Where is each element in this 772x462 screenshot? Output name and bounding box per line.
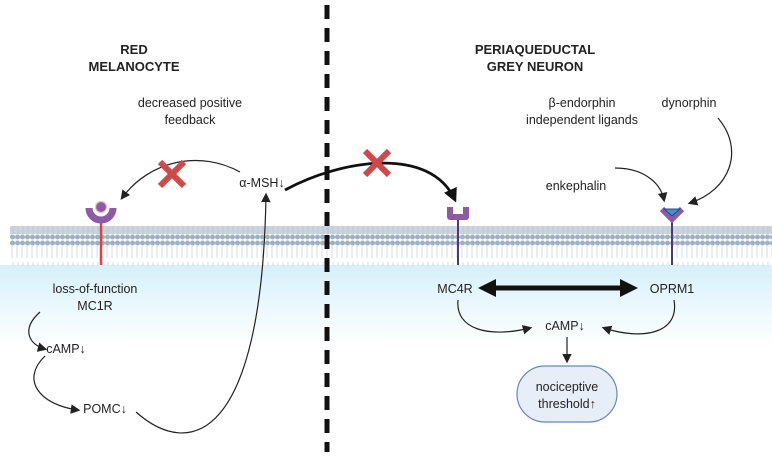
right-title: PERIAQUEDUCTAL	[475, 42, 595, 57]
oprm1-label: OPRM1	[650, 282, 695, 296]
outcome-label: threshold↑	[538, 397, 596, 411]
right-title: GREY NEURON	[487, 59, 584, 74]
camp-left-label: cAMP↓	[46, 342, 86, 356]
dynorphin-label: dynorphin	[662, 96, 717, 110]
oprm1-receptor-icon	[659, 206, 685, 265]
mc1r-label: MC1R	[77, 299, 112, 313]
outcome-label: nociceptive	[536, 380, 599, 394]
ligands-label: β-endorphin	[549, 96, 616, 110]
ligands-to-oprm1-arrow	[614, 167, 668, 203]
inhibition-x-icon	[362, 148, 392, 178]
ligands-label: independent ligands	[526, 113, 638, 127]
left-title: MELANOCYTE	[89, 59, 180, 74]
mc1r-label: loss-of-function	[53, 282, 138, 296]
pomc-label: POMC↓	[83, 402, 127, 416]
left-title: RED	[120, 42, 147, 57]
feedback-label: decreased positive	[138, 96, 242, 110]
mc4r-to-camp-arrow	[457, 299, 533, 335]
mc1r-to-camp-arrow	[28, 311, 48, 352]
mc1r-receptor-icon	[85, 200, 117, 265]
mc4r-oprm1-interaction-arrow	[478, 279, 638, 297]
pomc-to-msh-arrow	[135, 192, 271, 434]
msh-label: α-MSH↓	[239, 176, 284, 190]
cytoplasm	[0, 265, 772, 345]
dynorphin-to-oprm1-arrow	[687, 117, 733, 206]
inhibition-x-icon	[157, 159, 187, 189]
mc4r-label: MC4R	[437, 282, 472, 296]
oprm1-to-camp-arrow	[601, 299, 676, 335]
mc4r-receptor-icon	[447, 207, 469, 265]
camp-to-pomc-arrow	[33, 355, 81, 414]
enkephalin-label: enkephalin	[546, 179, 607, 193]
feedback-arrow	[120, 159, 241, 200]
nociceptive-threshold-box	[516, 365, 618, 423]
camp-right-label: cAMP↓	[545, 319, 585, 333]
feedback-label: feedback	[165, 113, 216, 127]
